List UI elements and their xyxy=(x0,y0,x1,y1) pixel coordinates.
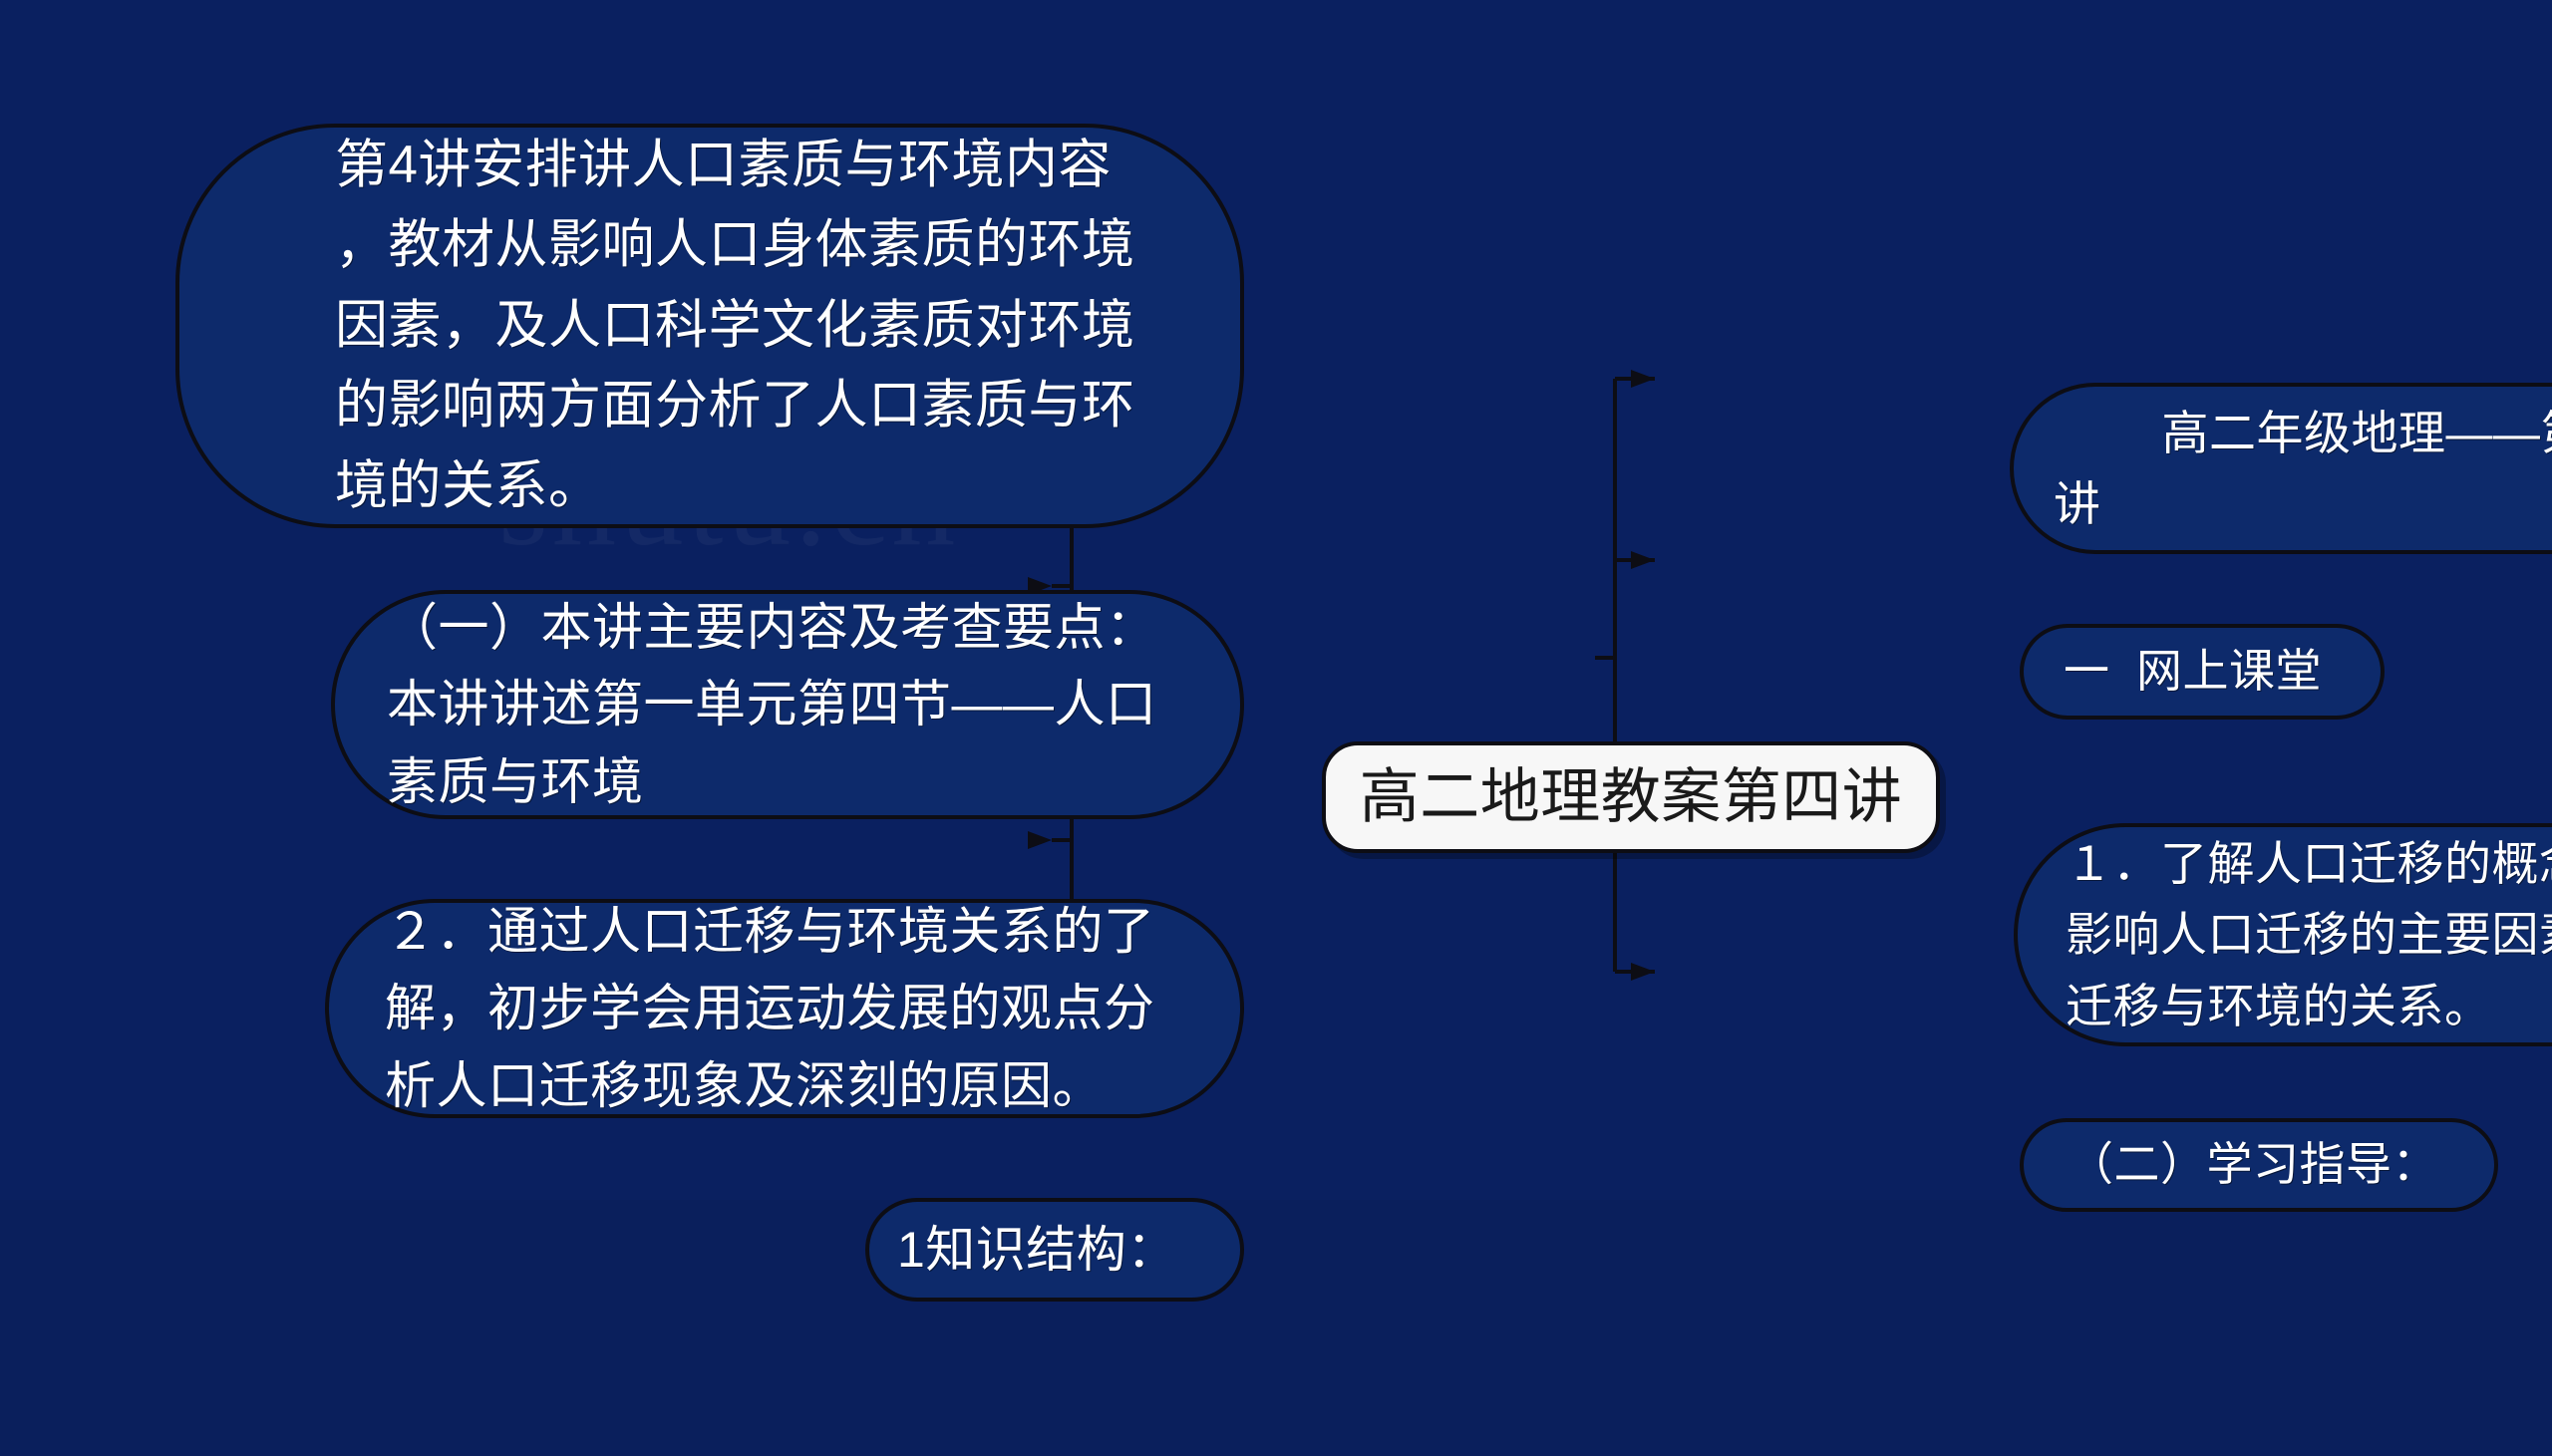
node-left-1[interactable]: 第4讲安排讲人口素质与环境内容 ，教材从影响人口身体素质的环境 因素，及人口科学… xyxy=(175,124,1244,528)
node-right-2[interactable]: 一 网上课堂 xyxy=(2020,624,2385,720)
node-right-4-label: （二）学习指导： xyxy=(2068,1138,2438,1191)
node-left-4-label: 1知识结构： xyxy=(897,1222,1177,1278)
node-center-label: 高二地理教案第四讲 xyxy=(1359,763,1903,831)
node-right-3-label: １．了解人口迁移的概念和类型， 影响人口迁移的主要因素以及人口 迁移与环境的关系… xyxy=(2066,836,2552,1032)
node-right-1-label: 高二年级地理——第四 讲 xyxy=(2054,406,2552,530)
node-right-4[interactable]: （二）学习指导： xyxy=(2020,1118,2498,1212)
node-center[interactable]: 高二地理教案第四讲 xyxy=(1322,741,1940,853)
node-right-3[interactable]: １．了解人口迁移的概念和类型， 影响人口迁移的主要因素以及人口 迁移与环境的关系… xyxy=(2014,823,2552,1046)
node-left-3-label: ２．通过人口迁移与环境关系的了 解，初步学会用运动发展的观点分 析人口迁移现象及… xyxy=(385,902,1155,1114)
node-left-4[interactable]: 1知识结构： xyxy=(865,1198,1244,1302)
node-right-1[interactable]: 高二年级地理——第四 讲 xyxy=(2010,383,2552,554)
node-left-3[interactable]: ２．通过人口迁移与环境关系的了 解，初步学会用运动发展的观点分 析人口迁移现象及… xyxy=(325,899,1244,1118)
node-left-2-label: （一）本讲主要内容及考查要点： 本讲讲述第一单元第四节——人口 素质与环境 xyxy=(387,598,1157,810)
node-right-2-label: 一 网上课堂 xyxy=(2064,645,2323,698)
mindmap-canvas: shutu.cn shutu.cn 树图 xyxy=(175,124,2552,1302)
node-left-1-label: 第4讲安排讲人口素质与环境内容 ，教材从影响人口身体素质的环境 因素，及人口科学… xyxy=(335,135,1135,515)
node-left-2[interactable]: （一）本讲主要内容及考查要点： 本讲讲述第一单元第四节——人口 素质与环境 xyxy=(331,590,1244,819)
